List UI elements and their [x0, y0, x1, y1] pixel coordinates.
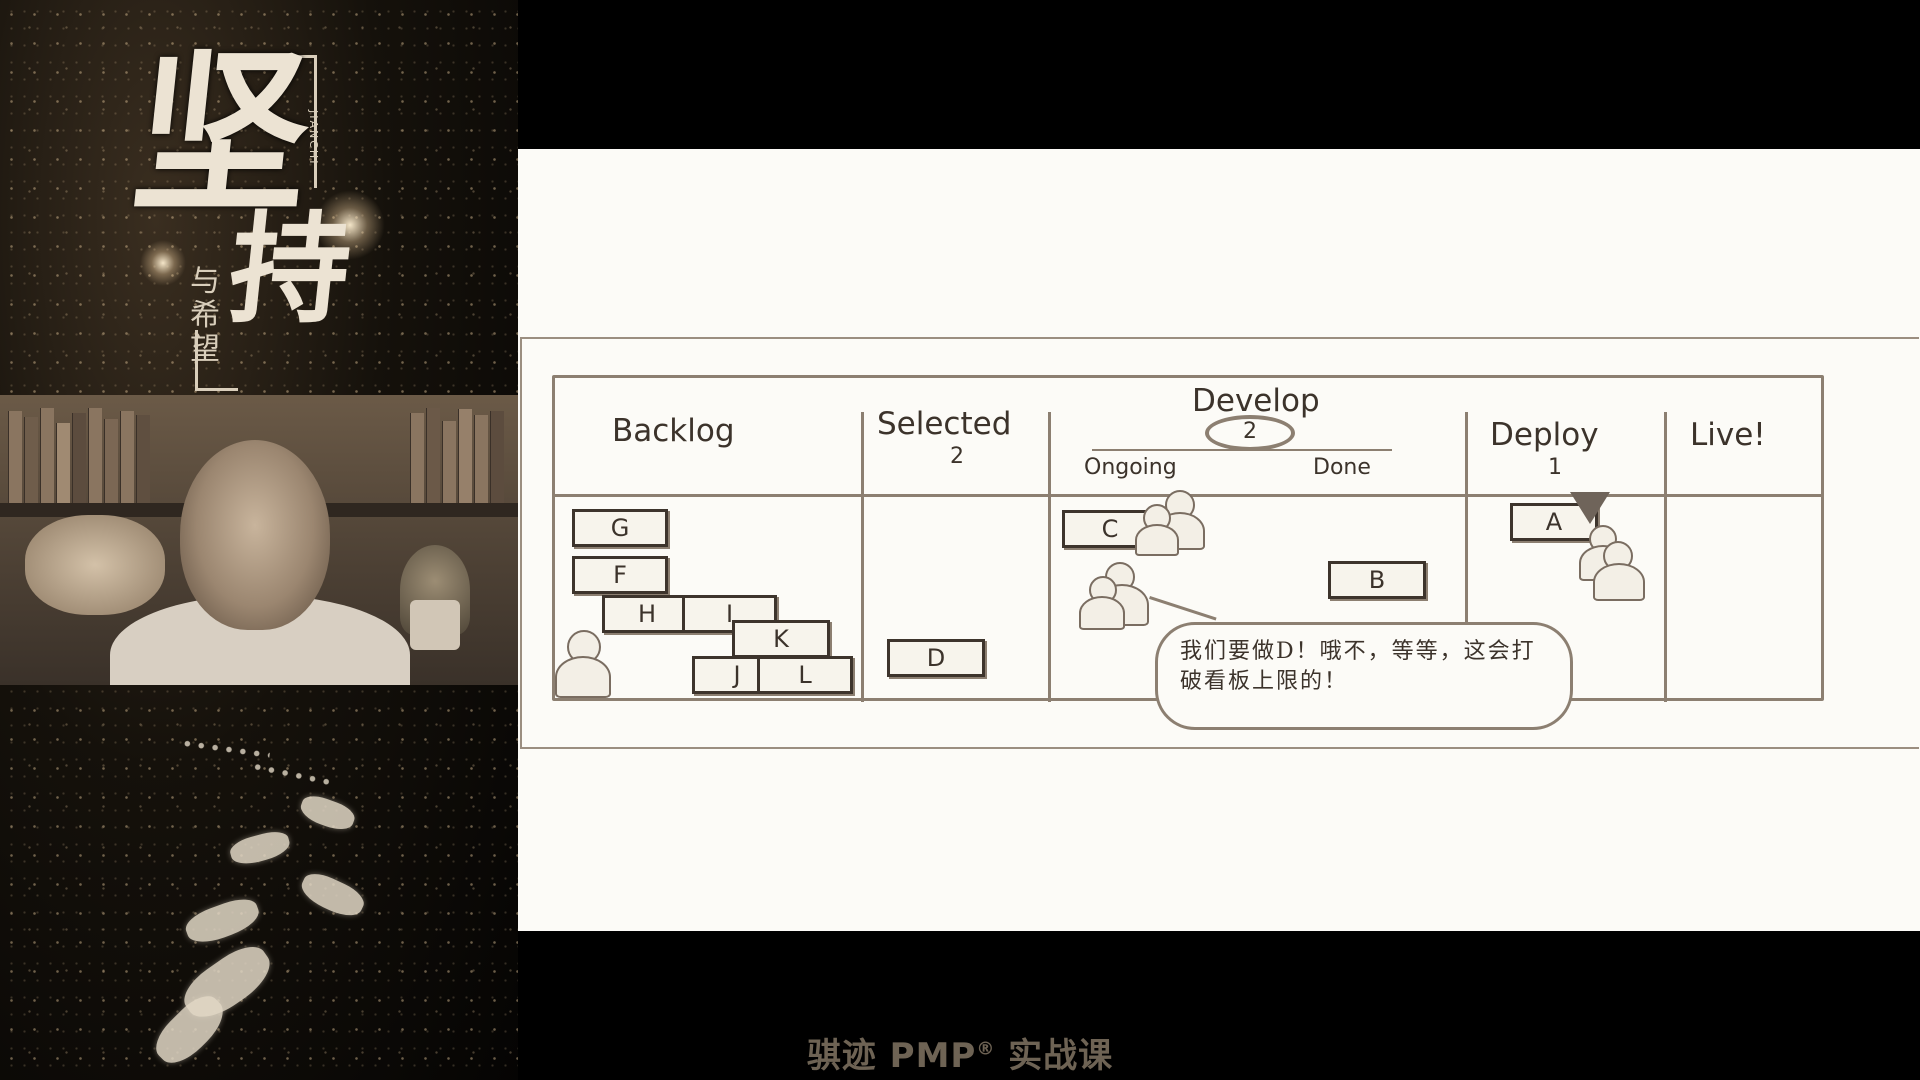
poster-title-char-2: 持 — [222, 199, 358, 340]
caption-suffix: 实战课 — [995, 1036, 1114, 1076]
column-divider — [1664, 412, 1667, 702]
speech-bubble: 我们要做D！哦不，等等，这会打破看板上限的！ — [1155, 622, 1573, 730]
card-k: K — [732, 620, 830, 658]
bookshelf — [0, 403, 518, 503]
card-f: F — [572, 556, 668, 594]
subcolumn-header-ongoing: Ongoing — [1084, 455, 1177, 480]
caption-text: 骐迹 PMP — [806, 1036, 977, 1076]
column-header-live: Live! — [1690, 417, 1766, 453]
column-header-develop: Develop — [1192, 383, 1320, 419]
column-divider — [861, 412, 864, 702]
poster-bracket — [195, 330, 238, 391]
column-divider — [1048, 412, 1051, 702]
plant-pot — [410, 600, 460, 650]
deploy-wip-limit: 1 — [1548, 455, 1562, 480]
presentation-slide — [518, 149, 1920, 931]
deploy-pointer-triangle — [1570, 492, 1610, 524]
column-divider — [1465, 412, 1468, 702]
card-d: D — [887, 639, 985, 677]
presenter-head — [180, 440, 330, 630]
kanban-diagram-frame — [520, 337, 1919, 749]
column-header-selected: Selected — [877, 406, 1012, 442]
card-h: H — [602, 595, 692, 633]
poster-bracket — [262, 55, 317, 188]
column-header-backlog: Backlog — [612, 413, 735, 449]
develop-subheader-line — [1092, 449, 1392, 451]
webcam-video — [0, 395, 518, 685]
course-caption: 骐迹 PMP® 实战课 — [0, 1028, 1920, 1077]
subcolumn-header-done: Done — [1313, 455, 1371, 480]
card-g: G — [572, 509, 668, 547]
poster-latin-text: JIANCHI — [307, 110, 320, 166]
star-glow — [315, 190, 385, 260]
column-header-deploy: Deploy — [1490, 417, 1599, 453]
star-glow — [140, 240, 186, 286]
card-l: L — [757, 656, 853, 694]
develop-wip-limit: 2 — [1243, 419, 1257, 444]
registered-mark: ® — [976, 1038, 996, 1060]
card-b: B — [1328, 561, 1426, 599]
presenter-hand — [25, 515, 165, 615]
decorative-poster: 坚 持 JIANCHI 与希望 — [0, 0, 518, 1080]
selected-wip-limit: 2 — [950, 444, 964, 469]
